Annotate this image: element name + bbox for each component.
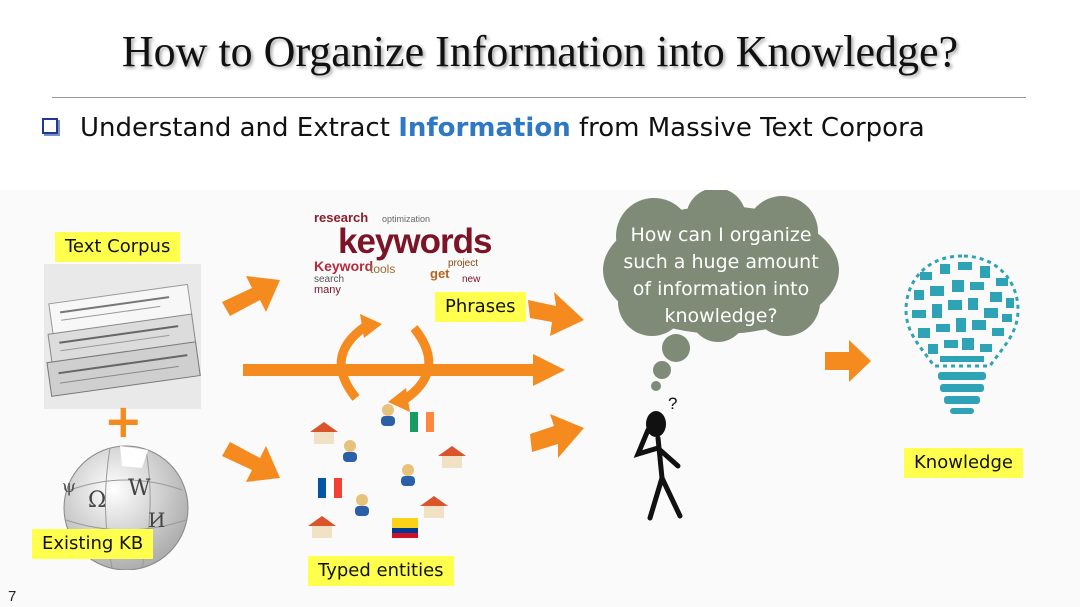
thought-cloud-line: such a huge amount [623, 251, 819, 273]
label-typed-entities: Typed entities [308, 556, 454, 586]
word-cloud-word: tools [370, 262, 396, 276]
flag-france-icon [318, 478, 342, 498]
word-cloud-word: new [462, 274, 481, 285]
label-existing-kb: Existing KB [32, 529, 154, 559]
thought-cloud-icon [603, 190, 839, 391]
bullet-text-highlight: Information [398, 113, 571, 143]
label-phrases: Phrases [435, 292, 526, 322]
house-icon [310, 422, 338, 444]
word-cloud-word: research [314, 210, 369, 225]
word-cloud-main-word: keywords [338, 222, 492, 261]
title-divider [52, 97, 1026, 98]
cycle-arrows-icon [336, 314, 434, 412]
person-icon [355, 494, 369, 516]
wiki-glyph-i: И [148, 508, 166, 532]
thought-cloud-line: knowledge? [664, 305, 778, 327]
person-icon [401, 464, 415, 486]
thought-cloud-line: How can I organize [630, 224, 812, 246]
word-cloud: research optimization keywords Keyword t… [312, 208, 496, 298]
wiki-glyph-psi: ψ [62, 476, 77, 497]
flag-colombia-icon [392, 518, 418, 538]
question-mark: ? [668, 394, 678, 413]
house-icon [308, 516, 336, 538]
arrow-corpus-to-phrases [222, 276, 280, 316]
arrow-main-horizontal [243, 354, 565, 386]
bullet-text-prefix: Understand and Extract [80, 113, 399, 143]
word-cloud-word: project [448, 258, 479, 269]
person-icon [343, 440, 357, 462]
slide-number: 7 [8, 588, 17, 605]
word-cloud-word: many [314, 284, 341, 296]
bullet-text-suffix: from Massive Text Corpora [570, 113, 925, 143]
house-icon [438, 446, 466, 468]
thought-cloud-text: How can I organize such a huge amount of… [608, 222, 834, 330]
arrow-entities-to-person [530, 414, 584, 458]
newspaper-icon [44, 264, 201, 409]
flag-ireland-icon [410, 412, 434, 432]
word-cloud-word: search [314, 274, 345, 285]
word-cloud-word: get [430, 266, 450, 281]
bullet-point: Understand and Extract Information from … [42, 113, 925, 143]
word-cloud-word: optimization [382, 214, 431, 224]
wiki-glyph-w: W [128, 476, 151, 501]
arrow-kb-to-entities [222, 442, 280, 482]
house-icon [420, 496, 448, 518]
word-cloud-word: Keyword [314, 258, 374, 274]
plus-icon: + [104, 394, 143, 448]
square-bullet-icon [42, 117, 58, 134]
thinking-person-icon [633, 411, 683, 521]
entity-icons-cluster [308, 404, 466, 538]
wiki-glyph-omega: Ω [88, 488, 107, 513]
arrow-phrases-to-cloud [528, 292, 584, 336]
person-icon [381, 404, 395, 426]
thought-cloud-line: of information into [632, 278, 810, 300]
slide-title: How to Organize Information into Knowled… [121, 27, 959, 76]
label-text-corpus: Text Corpus [55, 232, 181, 262]
lightbulb-icon [904, 254, 1020, 414]
label-knowledge: Knowledge [904, 448, 1023, 478]
arrow-to-knowledge [825, 340, 871, 382]
